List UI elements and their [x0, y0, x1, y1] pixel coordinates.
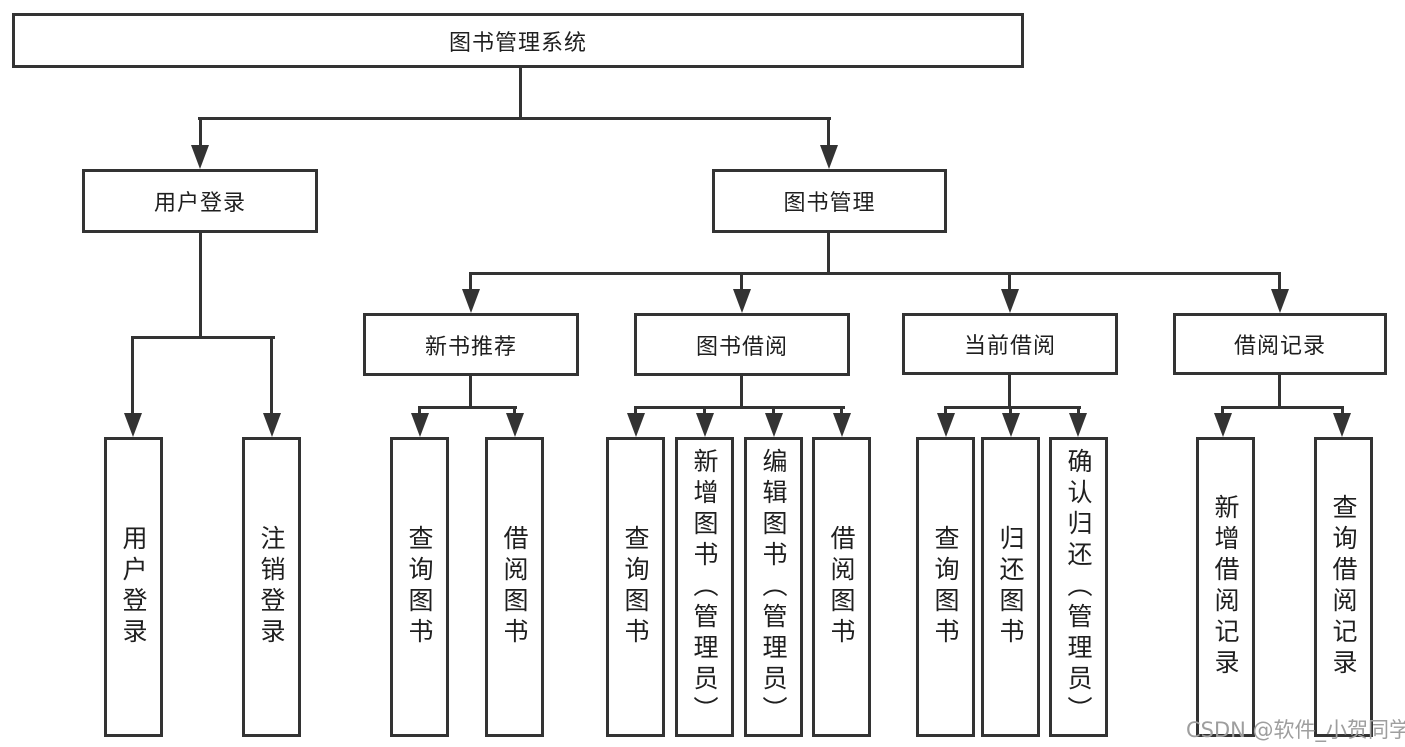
leaf-logout: 注销登录 [242, 437, 301, 737]
connector-line [944, 406, 947, 416]
connector-line [944, 406, 1081, 409]
node-new-book-recommend: 新书推荐 [363, 313, 579, 376]
node-label: 查询借阅记录 [1329, 494, 1358, 680]
connector-line [1221, 406, 1344, 409]
node-label: 借阅记录 [1233, 334, 1326, 359]
node-book-borrow: 图书借阅 [634, 313, 850, 376]
leaf-query-books-1: 查询图书 [390, 437, 449, 737]
connector-line [1077, 406, 1080, 416]
connector-line [740, 376, 743, 409]
connector-line [703, 406, 706, 416]
leaf-user-login: 用户登录 [104, 437, 163, 737]
node-user-login: 用户登录 [82, 169, 318, 233]
node-label: 新增借阅记录 [1211, 494, 1240, 680]
leaf-borrow-books-2: 借阅图书 [812, 437, 871, 737]
node-label: 查询图书 [931, 525, 960, 649]
connector-line [418, 406, 517, 409]
node-label: 图书管理系统 [448, 30, 587, 56]
connector-line [513, 406, 516, 416]
arrowhead [820, 145, 838, 169]
node-label: 编辑图书（管理员） [759, 447, 788, 727]
node-label: 当前借阅 [963, 334, 1056, 359]
connector-line [131, 336, 134, 415]
node-label: 用户登录 [153, 191, 246, 216]
connector-line [1278, 375, 1281, 409]
node-label: 图书借阅 [695, 334, 788, 360]
leaf-add-books-admin: 新增图书（管理员） [675, 437, 734, 737]
leaf-confirm-return-admin: 确认归还（管理员） [1049, 437, 1108, 737]
node-label: 归还图书 [996, 525, 1025, 649]
arrowhead [1271, 289, 1289, 313]
connector-line [634, 406, 637, 416]
connector-line [519, 68, 522, 119]
node-root: 图书管理系统 [12, 13, 1024, 68]
arrowhead [191, 145, 209, 169]
leaf-borrow-books-1: 借阅图书 [485, 437, 544, 737]
arrowhead [1333, 413, 1351, 437]
connector-line [827, 233, 830, 275]
arrowhead [833, 413, 851, 437]
connector-line [469, 272, 472, 292]
node-book-management: 图书管理 [712, 169, 947, 233]
node-label: 借阅图书 [500, 525, 529, 649]
leaf-return-books: 归还图书 [981, 437, 1040, 737]
connector-line [469, 376, 472, 409]
node-label: 新增图书（管理员） [690, 447, 719, 727]
leaf-query-books-2: 查询图书 [606, 437, 665, 737]
connector-line [1221, 406, 1224, 416]
node-label: 借阅图书 [827, 525, 856, 649]
arrowhead [1002, 413, 1020, 437]
connector-line [840, 406, 843, 416]
arrowhead [1001, 289, 1019, 313]
node-label: 新书推荐 [424, 334, 517, 360]
connector-line [199, 233, 202, 338]
arrowhead [937, 413, 955, 437]
node-label: 用户登录 [119, 525, 148, 649]
leaf-edit-books-admin: 编辑图书（管理员） [744, 437, 803, 737]
arrowhead [1214, 413, 1232, 437]
leaf-query-books-3: 查询图书 [916, 437, 975, 737]
node-current-borrow: 当前借阅 [902, 313, 1118, 375]
connector-line [270, 336, 273, 415]
connector-line [827, 117, 830, 149]
connector-line [772, 406, 775, 416]
connector-line [1009, 406, 1012, 416]
arrowhead [1069, 413, 1087, 437]
arrowhead [696, 413, 714, 437]
node-label: 确认归还（管理员） [1064, 447, 1093, 727]
connector-line [470, 272, 1281, 275]
connector-line [198, 117, 831, 120]
connector-line [634, 406, 845, 409]
arrowhead [627, 413, 645, 437]
leaf-query-borrow-record: 查询借阅记录 [1314, 437, 1373, 737]
leaf-add-borrow-record: 新增借阅记录 [1196, 437, 1255, 737]
connector-line [1008, 375, 1011, 409]
node-label: 查询图书 [621, 525, 650, 649]
connector-line [131, 336, 275, 339]
connector-line [199, 117, 202, 149]
connector-line [418, 406, 421, 416]
arrowhead [411, 413, 429, 437]
arrowhead [733, 289, 751, 313]
watermark: CSDN @软件_小贺同学 [1186, 718, 1405, 742]
connector-line [1278, 272, 1281, 292]
arrowhead [263, 413, 281, 437]
arrowhead [506, 413, 524, 437]
arrowhead [462, 289, 480, 313]
arrowhead [124, 413, 142, 437]
node-borrow-record: 借阅记录 [1173, 313, 1387, 375]
node-label: 查询图书 [405, 525, 434, 649]
connector-line [740, 272, 743, 292]
node-label: 注销登录 [257, 525, 286, 649]
arrowhead [765, 413, 783, 437]
connector-line [1008, 272, 1011, 292]
node-label: 图书管理 [783, 191, 876, 216]
connector-line [1341, 406, 1344, 416]
